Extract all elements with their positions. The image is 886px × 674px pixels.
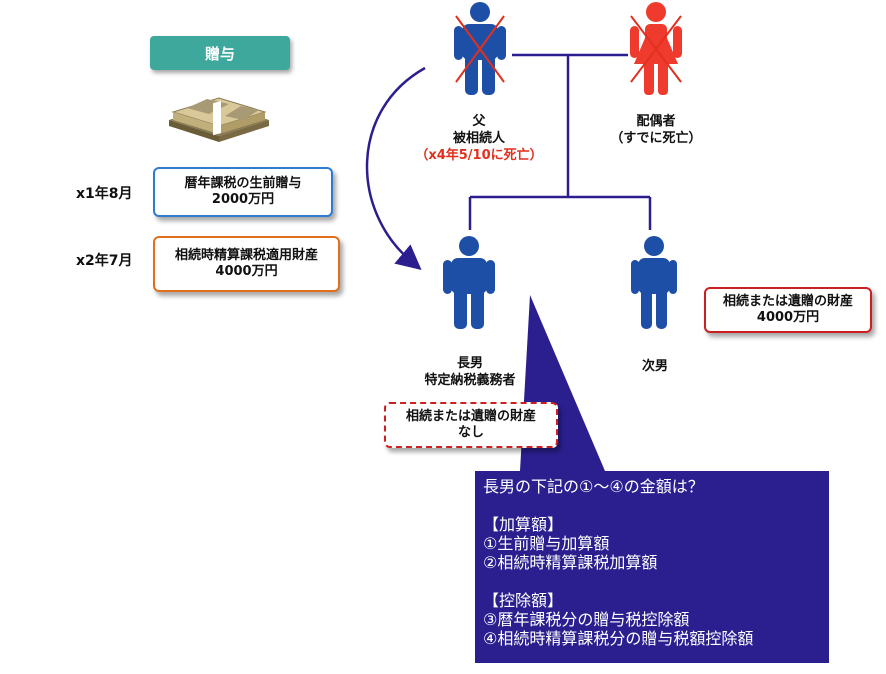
second-son-inheritance-box: 相続または遺贈の財産 4000万円 <box>704 287 872 333</box>
father-figure-icon <box>454 2 506 95</box>
spouse-label: 配偶者 （すでに死亡） <box>598 113 714 147</box>
question-section-deductions: 【控除額】 <box>483 591 564 610</box>
question-item-3: ③暦年課税分の贈与税控除額 <box>483 610 690 629</box>
question-item-2: ②相続時精算課税加算額 <box>483 553 658 572</box>
spouse-figure-icon <box>630 2 682 95</box>
question-item-1: ①生前贈与加算額 <box>483 534 610 553</box>
question-item-4: ④相続時精算課税分の贈与税額控除額 <box>483 629 754 648</box>
transfer-arrow <box>365 66 426 271</box>
eldest-son-inheritance-box: 相続または遺贈の財産 なし <box>384 402 558 448</box>
gift-box-1-line2: 2000万円 <box>211 192 275 207</box>
eldest-son-label: 長男 特定納税義務者 <box>400 355 540 389</box>
father-death-date: （x4年5/10に死亡） <box>415 148 543 163</box>
second-son-figure-icon <box>631 236 677 329</box>
money-bundle-icon <box>169 97 269 142</box>
gift-box-2: 相続時精算課税適用財産 4000万円 <box>153 236 340 292</box>
gift-box-2-line1: 相続時精算課税適用財産 <box>174 248 318 263</box>
eldest-son-role: 長男 <box>456 356 483 371</box>
eldest-son-box-line1: 相続または遺贈の財産 <box>405 409 536 424</box>
gift-box-2-line2: 4000万円 <box>215 264 278 279</box>
father-label: 父 被相続人 （x4年5/10に死亡） <box>408 113 550 164</box>
spouse-status: （すでに死亡） <box>610 131 702 146</box>
gift-box-1: 暦年課税の生前贈与 2000万円 <box>153 167 333 217</box>
second-son-box-line2: 4000万円 <box>756 310 820 325</box>
spouse-role: 配偶者 <box>636 114 676 129</box>
eldest-son-figure-icon <box>443 236 495 329</box>
father-status: 被相続人 <box>452 131 505 146</box>
gift-box-1-line1: 暦年課税の生前贈与 <box>184 176 302 191</box>
question-title: 長男の下記の①～④の金額は？ <box>483 477 704 496</box>
second-son-box-line1: 相続または遺贈の財産 <box>722 294 853 309</box>
father-role: 父 <box>472 114 486 129</box>
question-callout: 長男の下記の①～④の金額は？ 【加算額】 ①生前贈与加算額 ②相続時精算課税加算… <box>475 471 829 663</box>
gift-tag: 贈与 <box>150 36 290 70</box>
question-section-additions: 【加算額】 <box>483 515 564 534</box>
date-label-1: x1年8月 <box>76 186 133 202</box>
eldest-son-box-line2: なし <box>457 425 484 440</box>
eldest-son-status: 特定納税義務者 <box>424 373 516 388</box>
second-son-label: 次男 <box>641 359 668 374</box>
date-label-2: x2年7月 <box>76 253 133 269</box>
